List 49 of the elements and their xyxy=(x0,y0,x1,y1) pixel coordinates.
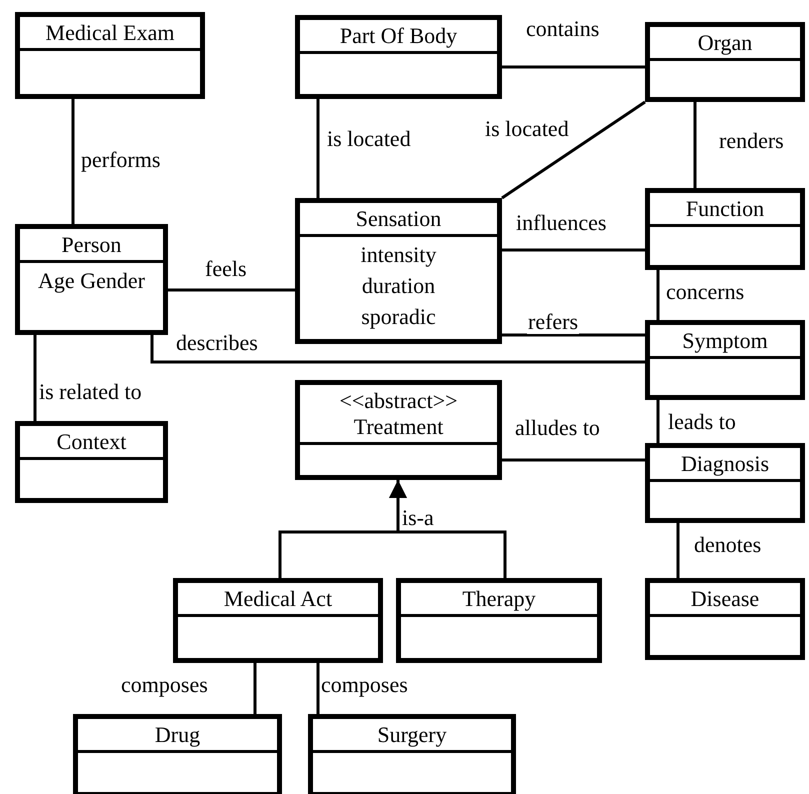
class-box xyxy=(645,188,805,270)
connector-line xyxy=(502,248,645,252)
class-name: Therapy xyxy=(462,586,536,612)
connector-line xyxy=(694,102,696,188)
class-box xyxy=(295,15,502,99)
class-box xyxy=(308,714,516,794)
class-name: Disease xyxy=(690,586,760,612)
class-box xyxy=(645,320,805,400)
class-box xyxy=(645,578,805,660)
connector-line xyxy=(72,99,74,224)
class-name: Medical Exam xyxy=(46,20,174,46)
attribute-list: Age Gender xyxy=(36,265,146,296)
class-name: Organ xyxy=(698,30,752,56)
class-box xyxy=(15,224,168,335)
attribute-list: intensity duration sporadic xyxy=(344,239,454,332)
class-box xyxy=(73,714,282,794)
class-name: Person xyxy=(62,232,122,258)
connector-line xyxy=(502,334,645,336)
class-name: Part Of Body xyxy=(340,23,458,49)
class-box xyxy=(15,12,205,99)
connector-line xyxy=(150,335,645,364)
connector-line xyxy=(656,400,660,443)
class-box xyxy=(396,578,602,663)
class-name: Symptom xyxy=(682,328,768,354)
class-box xyxy=(295,380,502,480)
connector-line xyxy=(502,66,645,68)
class-name: Surgery xyxy=(377,722,447,748)
class-box xyxy=(645,22,805,102)
class-box xyxy=(15,421,168,503)
connector-line xyxy=(676,523,680,578)
connector-line xyxy=(316,663,320,714)
class-box xyxy=(295,198,502,344)
connector-line xyxy=(168,288,295,292)
connector-line xyxy=(34,335,36,421)
class-name: Function xyxy=(686,196,764,222)
class-box xyxy=(173,578,383,663)
class-name: <<abstract>> Treatment xyxy=(338,388,459,440)
connector-line xyxy=(502,458,645,462)
connector-line xyxy=(656,270,660,320)
class-box xyxy=(645,443,805,523)
connector-line xyxy=(501,100,646,200)
connector-line xyxy=(316,99,320,198)
class-name: Diagnosis xyxy=(681,451,769,477)
class-name: Drug xyxy=(154,722,200,748)
class-name: Sensation xyxy=(356,206,442,232)
class-name: Context xyxy=(56,429,126,455)
class-name: Medical Act xyxy=(224,586,332,612)
connector-line xyxy=(254,663,256,714)
arrow xyxy=(389,480,506,578)
